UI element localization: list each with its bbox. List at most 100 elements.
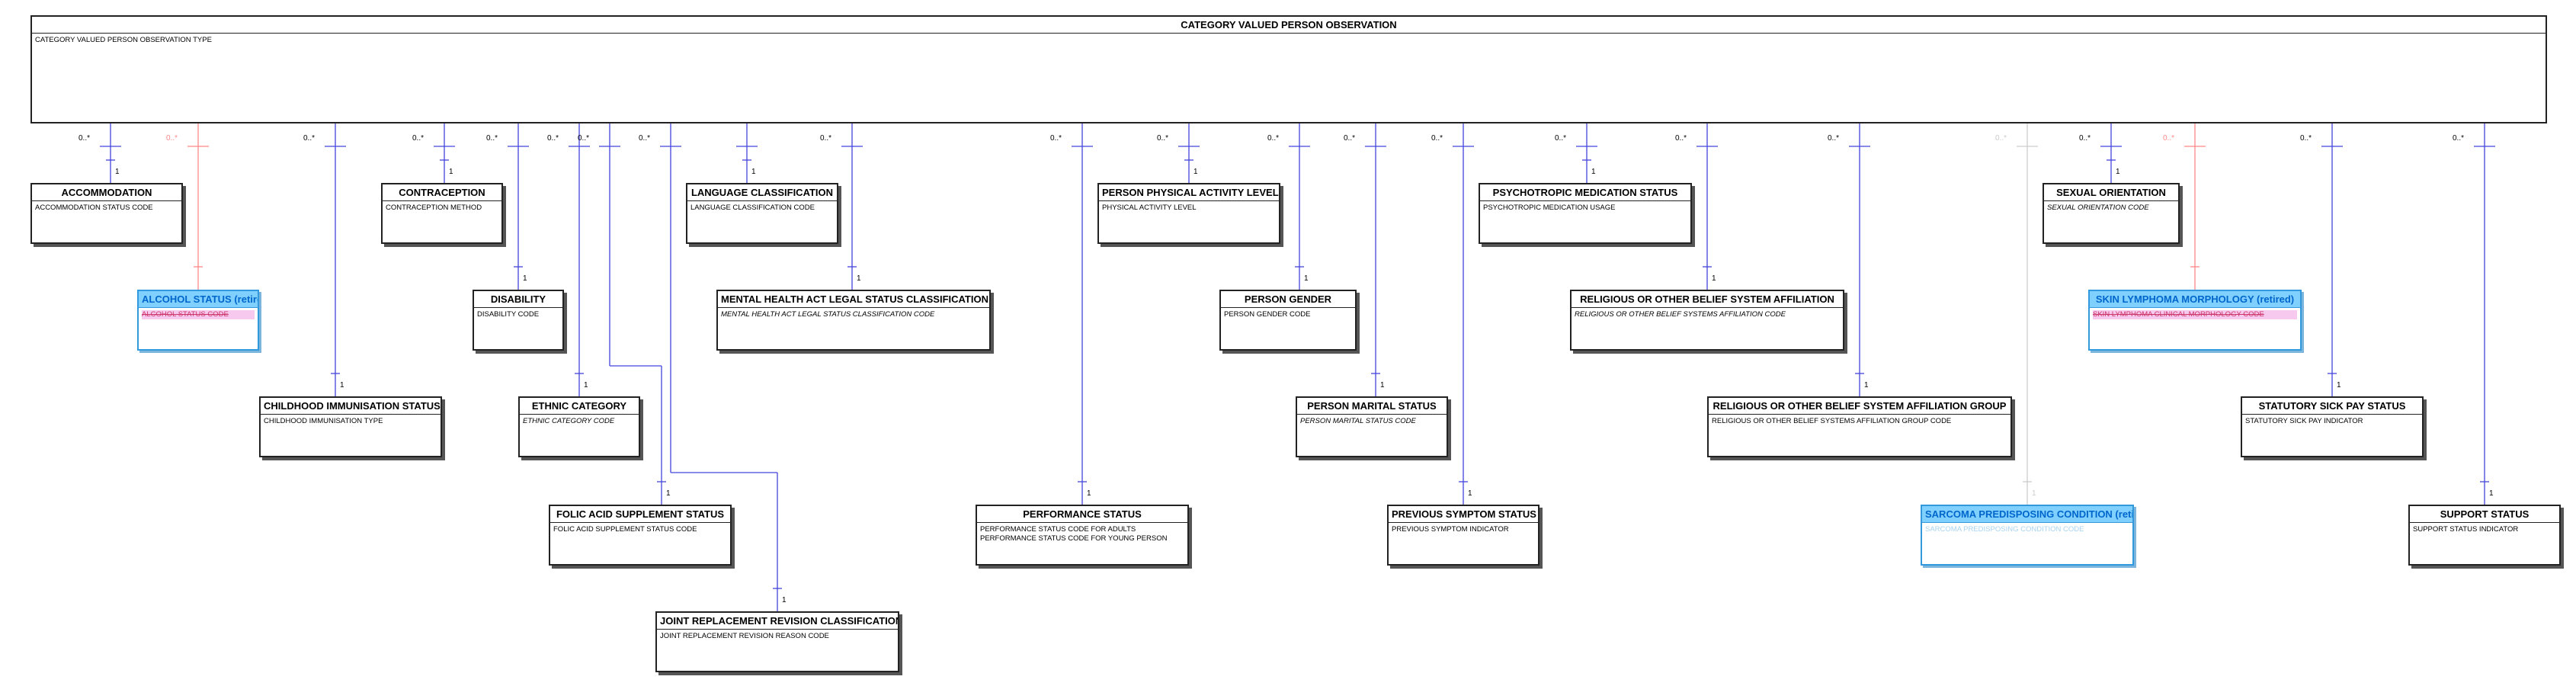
entity-support-status[interactable]: SUPPORT STATUS SUPPORT STATUS INDICATOR <box>2408 505 2561 566</box>
entity-attribute: RELIGIOUS OR OTHER BELIEF SYSTEMS AFFILI… <box>1712 417 1952 425</box>
entity-title: PERSON GENDER <box>1221 291 1355 308</box>
entity-title: SUPPORT STATUS <box>2410 506 2559 523</box>
entity-title: ETHNIC CATEGORY <box>520 398 639 415</box>
target-multiplicity: 1 <box>1304 274 1309 283</box>
entity-title: PERSON MARITAL STATUS <box>1297 398 1447 415</box>
target-multiplicity: 1 <box>2032 489 2036 498</box>
entity-religious-or-other-belief-system-affiliation-group[interactable]: RELIGIOUS OR OTHER BELIEF SYSTEM AFFILIA… <box>1707 396 2012 457</box>
entity-attribute: PERFORMANCE STATUS CODE FOR ADULTS <box>980 525 1136 534</box>
entity-sexual-orientation[interactable]: SEXUAL ORIENTATION SEXUAL ORIENTATION CO… <box>2043 183 2180 244</box>
entity-title: DISABILITY <box>474 291 562 308</box>
entity-previous-symptom-status[interactable]: PREVIOUS SYMPTOM STATUS PREVIOUS SYMPTOM… <box>1387 505 1540 566</box>
entity-attribute: PERSON GENDER CODE <box>1224 310 1311 319</box>
source-multiplicity: 0..* <box>412 134 425 143</box>
source-multiplicity: 0..* <box>547 134 559 143</box>
entity-statutory-sick-pay-status[interactable]: STATUTORY SICK PAY STATUS STATUTORY SICK… <box>2241 396 2424 457</box>
entity-attribute: CATEGORY VALUED PERSON OBSERVATION TYPE <box>35 36 212 44</box>
source-multiplicity: 0..* <box>78 134 91 143</box>
target-multiplicity: 1 <box>1087 489 1091 498</box>
entity-attribute: SARCOMA PREDISPOSING CONDITION CODE <box>1925 525 2084 534</box>
source-multiplicity: 0..* <box>578 134 590 143</box>
target-multiplicity: 1 <box>1591 168 1596 176</box>
entity-attribute: LANGUAGE CLASSIFICATION CODE <box>690 204 815 212</box>
entity-attribute: ACCOMMODATION STATUS CODE <box>35 204 153 212</box>
target-multiplicity: 1 <box>1380 381 1385 389</box>
target-multiplicity: 1 <box>449 168 453 176</box>
target-multiplicity: 1 <box>782 596 787 604</box>
entity-disability[interactable]: DISABILITY DISABILITY CODE <box>473 290 564 351</box>
entity-attribute: STATUTORY SICK PAY INDICATOR <box>2245 417 2363 425</box>
source-multiplicity: 0..* <box>1431 134 1443 143</box>
source-multiplicity: 0..* <box>2300 134 2312 143</box>
entity-person-marital-status[interactable]: PERSON MARITAL STATUS PERSON MARITAL STA… <box>1296 396 1448 457</box>
entity-title: CHILDHOOD IMMUNISATION STATUS <box>261 398 441 415</box>
entity-joint-replacement-revision-classification[interactable]: JOINT REPLACEMENT REVISION CLASSIFICATIO… <box>655 611 899 672</box>
target-multiplicity: 1 <box>1468 489 1472 498</box>
entity-mental-health-act-legal-status-classification[interactable]: MENTAL HEALTH ACT LEGAL STATUS CLASSIFIC… <box>716 290 991 351</box>
source-multiplicity: 0..* <box>1344 134 1356 143</box>
entity-title: PREVIOUS SYMPTOM STATUS <box>1389 506 1538 523</box>
source-multiplicity: 0..* <box>486 134 498 143</box>
entity-ethnic-category[interactable]: ETHNIC CATEGORY ETHNIC CATEGORY CODE <box>518 396 640 457</box>
entity-attribute: SEXUAL ORIENTATION CODE <box>2047 204 2149 212</box>
entity-attribute: RELIGIOUS OR OTHER BELIEF SYSTEMS AFFILI… <box>1575 310 1786 319</box>
entity-attribute: PERSON MARITAL STATUS CODE <box>1300 417 1416 425</box>
entity-attribute: PSYCHOTROPIC MEDICATION USAGE <box>1483 204 1616 212</box>
entity-title: SKIN LYMPHOMA MORPHOLOGY (retired) <box>2090 291 2300 308</box>
entity-attribute: PHYSICAL ACTIVITY LEVEL <box>1102 204 1197 212</box>
entity-title: SARCOMA PREDISPOSING CONDITION (retired) <box>1922 506 2132 523</box>
source-multiplicity: 0..* <box>1050 134 1062 143</box>
source-multiplicity: 0..* <box>2079 134 2091 143</box>
target-multiplicity: 1 <box>2489 489 2494 498</box>
entity-title: CONTRACEPTION <box>383 184 501 201</box>
entity-title: CATEGORY VALUED PERSON OBSERVATION <box>32 17 2546 34</box>
source-multiplicity: 0..* <box>1995 134 2007 143</box>
source-multiplicity: 0..* <box>820 134 832 143</box>
source-multiplicity: 0..* <box>1267 134 1280 143</box>
target-multiplicity: 1 <box>340 381 344 389</box>
entity-sarcoma-predisposing-condition[interactable]: SARCOMA PREDISPOSING CONDITION (retired)… <box>1921 505 2134 566</box>
entity-attribute: JOINT REPLACEMENT REVISION REASON CODE <box>660 632 829 640</box>
target-multiplicity: 1 <box>1712 274 1716 283</box>
entity-accommodation[interactable]: ACCOMMODATION ACCOMMODATION STATUS CODE <box>30 183 183 244</box>
entity-title: FOLIC ACID SUPPLEMENT STATUS <box>550 506 730 523</box>
target-multiplicity: 1 <box>584 381 588 389</box>
entity-attribute: SUPPORT STATUS INDICATOR <box>2413 525 2519 534</box>
entity-title: LANGUAGE CLASSIFICATION <box>687 184 837 201</box>
source-multiplicity: 0..* <box>303 134 316 143</box>
entity-category-valued-person-observation[interactable]: CATEGORY VALUED PERSON OBSERVATION CATEG… <box>30 15 2547 123</box>
target-multiplicity: 1 <box>115 168 120 176</box>
entity-person-physical-activity-level[interactable]: PERSON PHYSICAL ACTIVITY LEVEL PHYSICAL … <box>1097 183 1280 244</box>
entity-attribute: PREVIOUS SYMPTOM INDICATOR <box>1392 525 1509 534</box>
entity-attribute: FOLIC ACID SUPPLEMENT STATUS CODE <box>553 525 697 534</box>
entity-title: RELIGIOUS OR OTHER BELIEF SYSTEM AFFILIA… <box>1572 291 1843 308</box>
entity-title: ACCOMMODATION <box>32 184 181 201</box>
entity-religious-or-other-belief-system-affiliation[interactable]: RELIGIOUS OR OTHER BELIEF SYSTEM AFFILIA… <box>1570 290 1844 351</box>
entity-skin-lymphoma-morphology[interactable]: SKIN LYMPHOMA MORPHOLOGY (retired) SKIN … <box>2088 290 2302 351</box>
source-multiplicity: 0..* <box>1675 134 1687 143</box>
entity-attribute: PERFORMANCE STATUS CODE FOR YOUNG PERSON <box>980 534 1168 543</box>
entity-contraception[interactable]: CONTRACEPTION CONTRACEPTION METHOD <box>381 183 503 244</box>
entity-title: PERFORMANCE STATUS <box>977 506 1187 523</box>
entity-childhood-immunisation-status[interactable]: CHILDHOOD IMMUNISATION STATUS CHILDHOOD … <box>259 396 442 457</box>
entity-attribute: CHILDHOOD IMMUNISATION TYPE <box>264 417 383 425</box>
entity-alcohol-status[interactable]: ALCOHOL STATUS (retired) ALCOHOL STATUS … <box>137 290 259 351</box>
entity-title: JOINT REPLACEMENT REVISION CLASSIFICATIO… <box>657 613 898 630</box>
entity-performance-status[interactable]: PERFORMANCE STATUS PERFORMANCE STATUS CO… <box>976 505 1189 566</box>
source-multiplicity: 0..* <box>166 134 178 143</box>
entity-title: RELIGIOUS OR OTHER BELIEF SYSTEM AFFILIA… <box>1709 398 2010 415</box>
source-multiplicity: 0..* <box>639 134 651 143</box>
entity-psychotropic-medication-status[interactable]: PSYCHOTROPIC MEDICATION STATUS PSYCHOTRO… <box>1479 183 1692 244</box>
entity-person-gender[interactable]: PERSON GENDER PERSON GENDER CODE <box>1219 290 1357 351</box>
entity-attribute: DISABILITY CODE <box>477 310 540 319</box>
entity-folic-acid-supplement-status[interactable]: FOLIC ACID SUPPLEMENT STATUS FOLIC ACID … <box>549 505 732 566</box>
entity-title: STATUTORY SICK PAY STATUS <box>2242 398 2422 415</box>
target-multiplicity: 1 <box>751 168 756 176</box>
source-multiplicity: 0..* <box>2163 134 2175 143</box>
entity-language-classification[interactable]: LANGUAGE CLASSIFICATION LANGUAGE CLASSIF… <box>686 183 838 244</box>
source-multiplicity: 0..* <box>1828 134 1840 143</box>
entity-title: ALCOHOL STATUS (retired) <box>139 291 258 308</box>
target-multiplicity: 1 <box>1864 381 1869 389</box>
target-multiplicity: 1 <box>666 489 671 498</box>
